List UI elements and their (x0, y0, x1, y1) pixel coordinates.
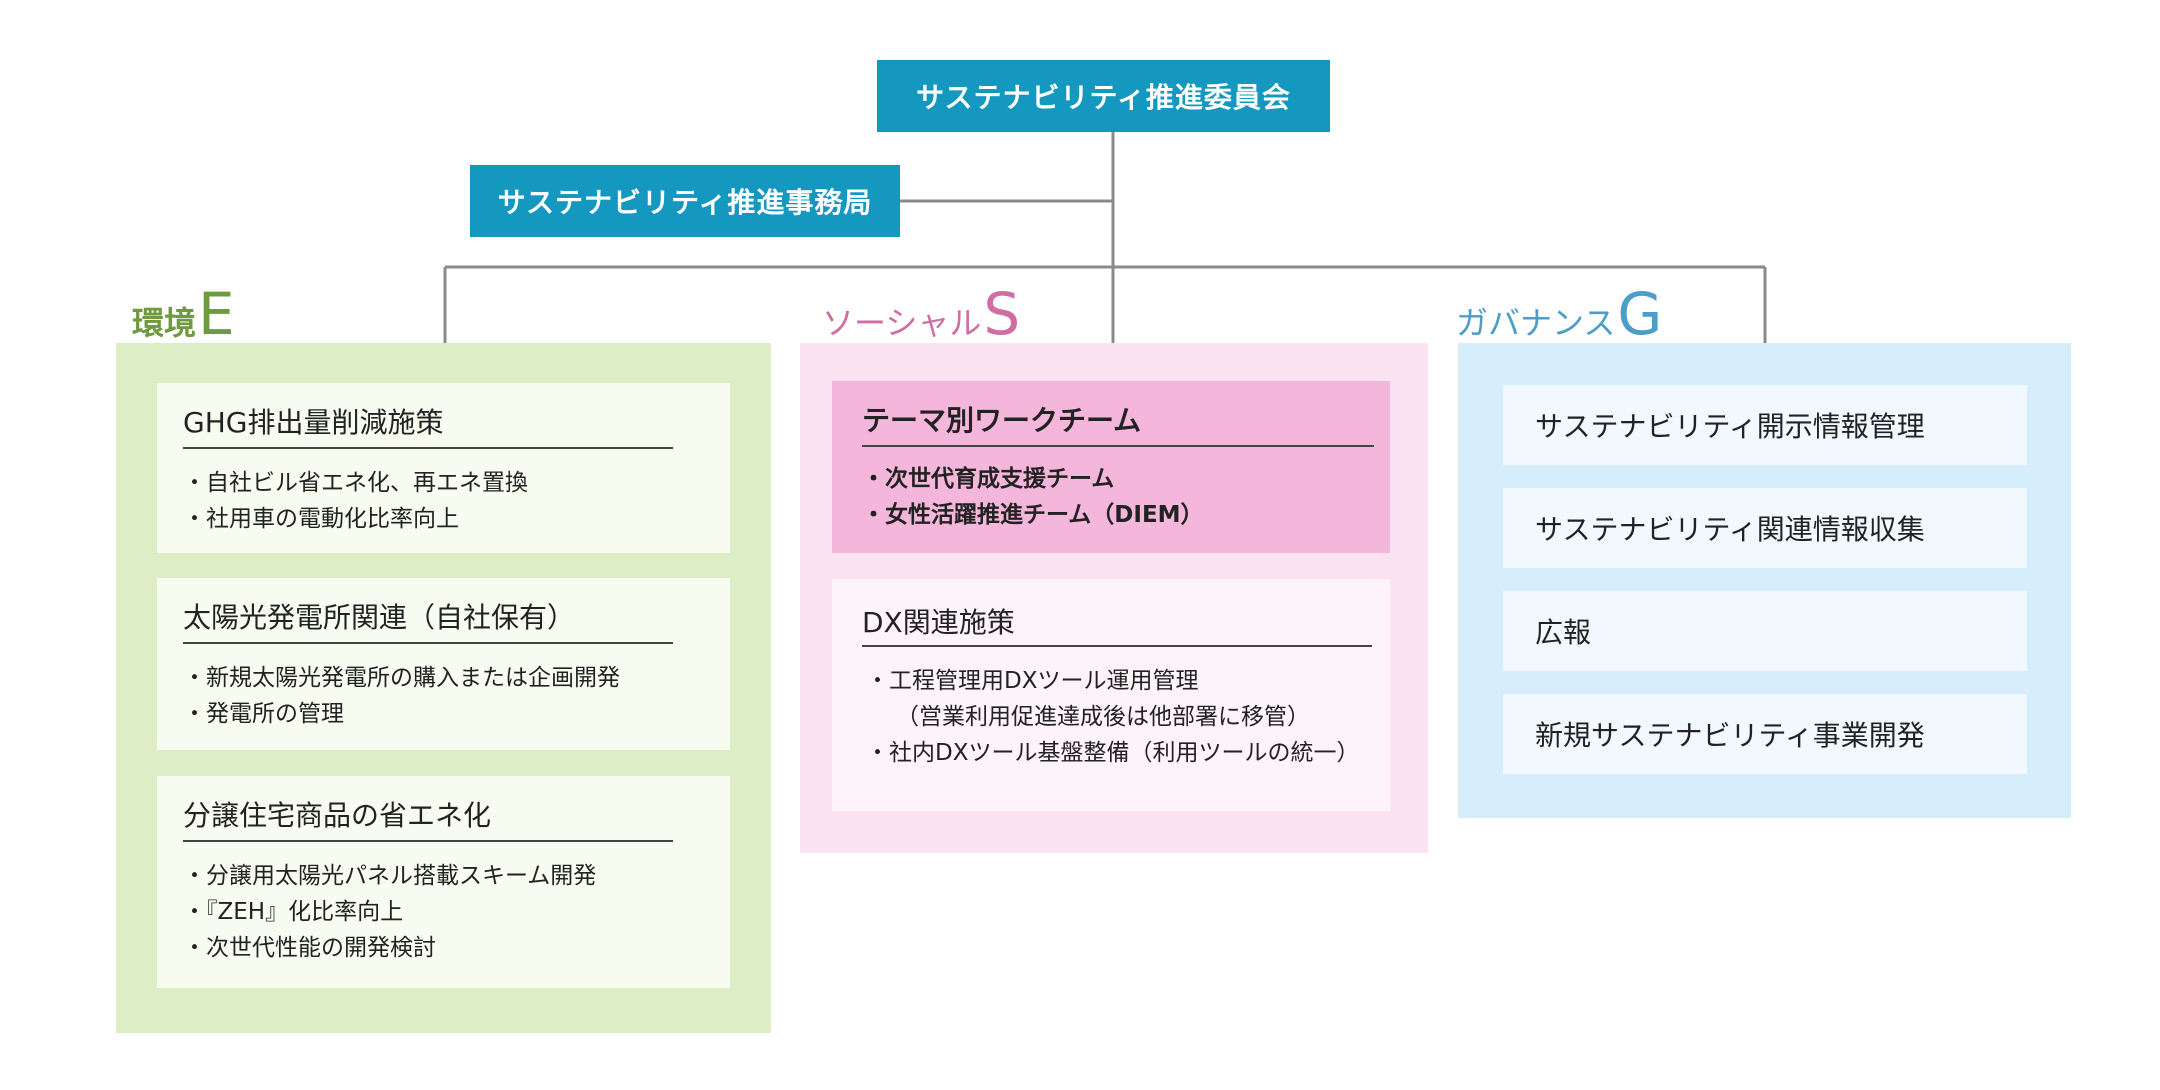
soc-card-workteam: テーマ別ワークチーム ・次世代育成支援チーム ・女性活躍推進チーム（DIEM） (832, 381, 1390, 553)
list-item: ・次世代性能の開発検討 (183, 935, 436, 961)
gov-item-info-collection: サステナビリティ関連情報収集 (1503, 488, 2027, 568)
governance-title: ガバナンスG (1456, 285, 1662, 343)
gov-item-new-business: 新規サステナビリティ事業開発 (1503, 694, 2027, 774)
card-divider (862, 445, 1374, 447)
gov-item-label: 新規サステナビリティ事業開発 (1535, 719, 1925, 752)
card-title: テーマ別ワークチーム (862, 404, 1142, 437)
list-item: ・自社ビル省エネ化、再エネ置換 (183, 470, 528, 496)
environment-title-jp: 環境 (132, 304, 197, 342)
list-item: ・新規太陽光発電所の購入または企画開発 (183, 665, 620, 691)
list-item: ・工程管理用DXツール運用管理 (866, 668, 1199, 694)
social-title-jp: ソーシャル (822, 304, 982, 342)
list-item: ・女性活躍推進チーム（DIEM） (862, 502, 1204, 528)
list-item: ・社用車の電動化比率向上 (183, 506, 459, 532)
social-title: ソーシャルS (822, 285, 1020, 343)
card-title: 分譲住宅商品の省エネ化 (183, 799, 492, 832)
card-items: ・自社ビル省エネ化、再エネ置換 ・社用車の電動化比率向上 (183, 465, 528, 537)
committee-box: サステナビリティ推進委員会 (877, 60, 1330, 132)
gov-item-label: サステナビリティ開示情報管理 (1535, 410, 1925, 443)
list-item: ・次世代育成支援チーム (862, 466, 1115, 492)
environment-panel: GHG排出量削減施策 ・自社ビル省エネ化、再エネ置換 ・社用車の電動化比率向上 … (116, 343, 771, 1033)
card-title: 太陽光発電所関連（自社保有） (183, 601, 576, 634)
gov-item-disclosure: サステナビリティ開示情報管理 (1503, 385, 2027, 465)
list-item: ・発電所の管理 (183, 701, 344, 727)
card-title: GHG排出量削減施策 (183, 406, 444, 439)
card-divider (183, 642, 673, 644)
env-card-housing: 分譲住宅商品の省エネ化 ・分譲用太陽光パネル搭載スキーム開発 ・『ZEH』化比率… (157, 776, 730, 988)
card-items: ・新規太陽光発電所の購入または企画開発 ・発電所の管理 (183, 660, 620, 732)
list-item: ・分譲用太陽光パネル搭載スキーム開発 (183, 863, 597, 889)
card-divider (183, 840, 673, 842)
secretariat-label: サステナビリティ推進事務局 (497, 186, 873, 219)
soc-card-dx: DX関連施策 ・工程管理用DXツール運用管理 （営業利用促進達成後は他部署に移管… (832, 579, 1390, 811)
governance-title-jp: ガバナンス (1456, 304, 1616, 342)
card-items: ・工程管理用DXツール運用管理 （営業利用促進達成後は他部署に移管） ・社内DX… (866, 663, 1359, 771)
card-title: DX関連施策 (862, 606, 1015, 639)
list-item: ・社内DXツール基盤整備（利用ツールの統一） (866, 740, 1360, 766)
list-item-note: （営業利用促進達成後は他部署に移管） (896, 704, 1310, 730)
gov-item-label: サステナビリティ関連情報収集 (1535, 513, 1925, 546)
governance-title-letter: G (1617, 280, 1663, 348)
social-title-letter: S (983, 280, 1021, 348)
secretariat-box: サステナビリティ推進事務局 (470, 165, 900, 237)
card-items: ・次世代育成支援チーム ・女性活躍推進チーム（DIEM） (862, 461, 1204, 533)
env-card-solar: 太陽光発電所関連（自社保有） ・新規太陽光発電所の購入または企画開発 ・発電所の… (157, 578, 730, 750)
list-item: ・『ZEH』化比率向上 (183, 899, 404, 925)
committee-label: サステナビリティ推進委員会 (916, 81, 1291, 114)
env-card-ghg: GHG排出量削減施策 ・自社ビル省エネ化、再エネ置換 ・社用車の電動化比率向上 (157, 383, 730, 553)
card-divider (183, 447, 673, 449)
gov-item-pr: 広報 (1503, 591, 2027, 671)
social-panel: テーマ別ワークチーム ・次世代育成支援チーム ・女性活躍推進チーム（DIEM） … (800, 343, 1428, 853)
governance-panel: サステナビリティ開示情報管理 サステナビリティ関連情報収集 広報 新規サステナビ… (1458, 343, 2071, 818)
gov-item-label: 広報 (1535, 616, 1592, 649)
environment-title: 環境E (132, 285, 235, 343)
environment-title-letter: E (198, 280, 235, 348)
card-divider (862, 645, 1372, 647)
card-items: ・分譲用太陽光パネル搭載スキーム開発 ・『ZEH』化比率向上 ・次世代性能の開発… (183, 858, 596, 966)
